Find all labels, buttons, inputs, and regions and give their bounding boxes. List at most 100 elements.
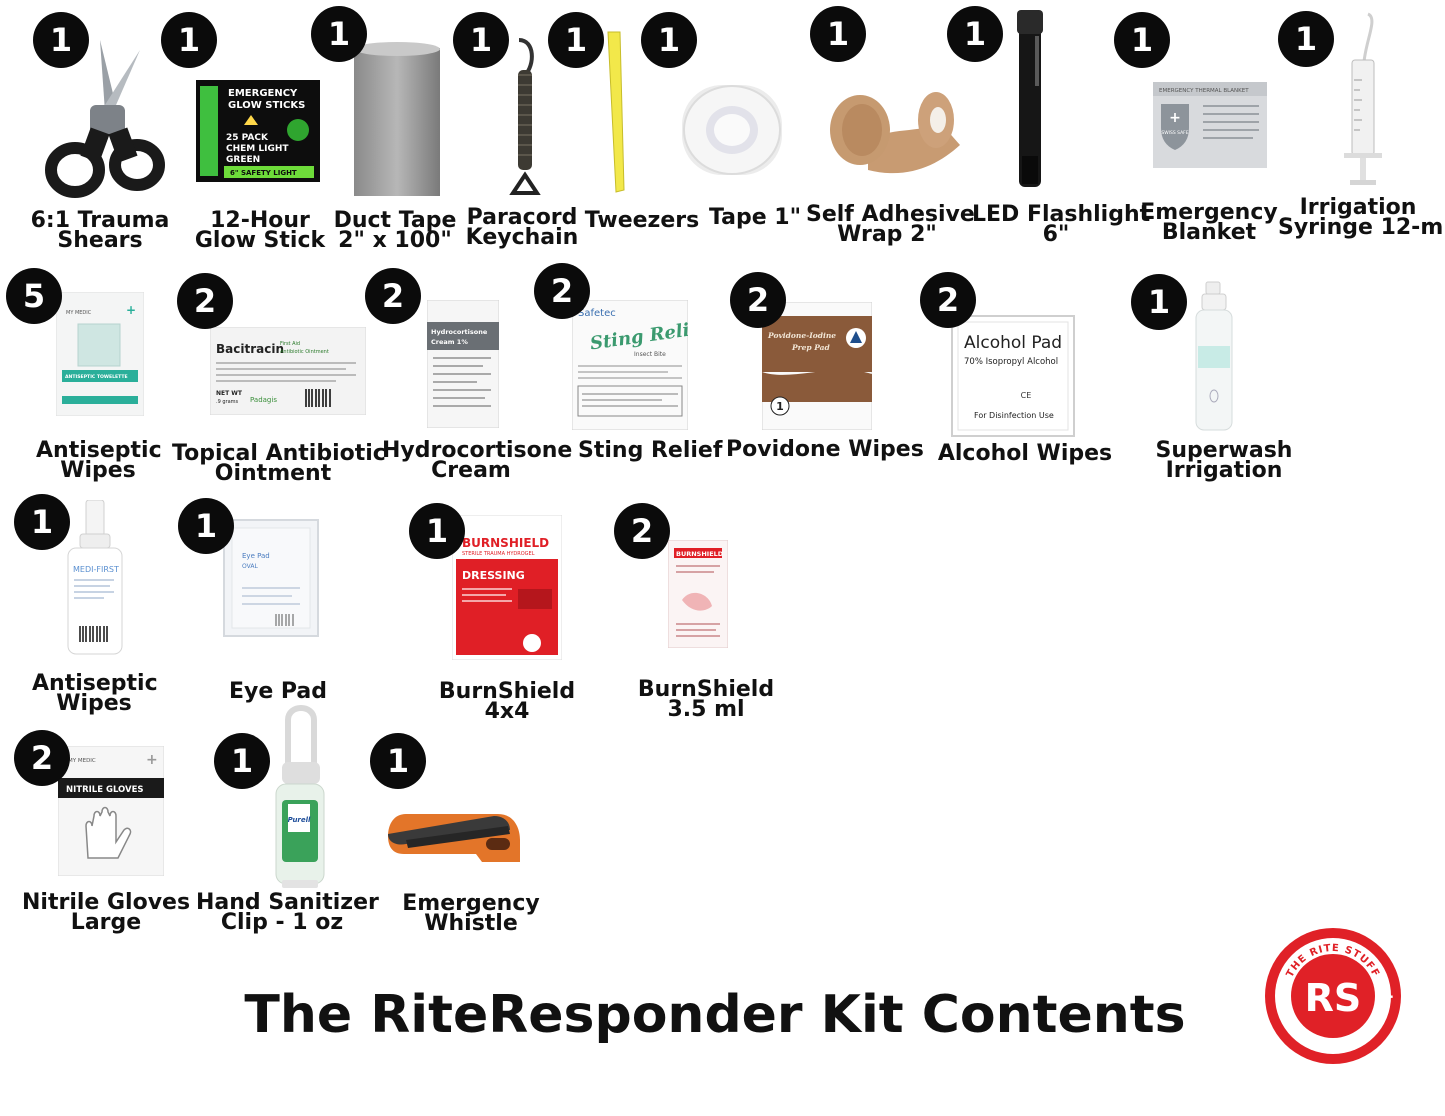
pkg-text: BURNSHIELD bbox=[676, 550, 724, 558]
eye-pad-icon: Eye Pad OVAL bbox=[222, 518, 320, 638]
pkg-text: .9 grams bbox=[216, 399, 239, 405]
pkg-text: Prep Pad bbox=[791, 343, 831, 352]
tape-roll-icon bbox=[672, 75, 792, 185]
pkg-text: Safetec bbox=[578, 308, 616, 319]
quantity-badge: 1 bbox=[370, 733, 426, 789]
quantity-badge: 1 bbox=[453, 12, 509, 68]
sting-relief-icon: Safetec Sting Relief Insect Bite bbox=[572, 300, 688, 430]
pkg-text: Antibiotic Ointment bbox=[280, 349, 329, 355]
quantity-badge: 1 bbox=[947, 6, 1003, 62]
pkg-text: NET WT bbox=[216, 390, 243, 397]
quantity-badge: 1 bbox=[161, 12, 217, 68]
svg-text:+: + bbox=[146, 752, 158, 768]
svg-text:+: + bbox=[1274, 984, 1291, 1008]
quantity-badge: 2 bbox=[614, 503, 670, 559]
quantity-badge: 1 bbox=[1278, 11, 1334, 67]
hand-sanitizer-icon: Purell bbox=[268, 700, 330, 890]
pkg-text: DRESSING bbox=[462, 569, 525, 582]
paracord-icon bbox=[505, 35, 545, 195]
item-label: Tape 1" bbox=[708, 205, 802, 230]
svg-text:+: + bbox=[126, 303, 136, 317]
quantity-badge: 1 bbox=[1114, 12, 1170, 68]
nitrile-gloves-icon: MY MEDIC + NITRILE GLOVES bbox=[58, 746, 164, 876]
quantity-badge: 2 bbox=[365, 268, 421, 324]
pkg-text: ANTISEPTIC TOWELETTE bbox=[65, 374, 128, 380]
pkg-text: Povidone-Iodine bbox=[767, 331, 836, 340]
superwash-bottle-icon bbox=[1190, 280, 1238, 432]
pkg-text: First Aid bbox=[280, 341, 300, 347]
pkg-text: Bacitracin bbox=[216, 342, 284, 356]
pkg-text: STERILE TRAUMA HYDROGEL bbox=[462, 551, 535, 557]
antiseptic-towelette-icon: MY MEDIC + ANTISEPTIC TOWELETTE bbox=[56, 292, 144, 416]
quantity-badge: 5 bbox=[6, 268, 62, 324]
pkg-text: Insect Bite bbox=[634, 351, 666, 358]
pkg-text: 1 bbox=[776, 400, 784, 413]
quantity-badge: 2 bbox=[177, 273, 233, 329]
item-label: Povidone Wipes bbox=[726, 437, 924, 462]
pkg-text: EMERGENCY THERMAL BLANKET bbox=[1159, 88, 1249, 94]
rite-stuff-logo: THE RITE STUFF MEDICAL KIT CONSULTANT RS… bbox=[1262, 925, 1404, 1067]
quantity-badge: 1 bbox=[409, 503, 465, 559]
pkg-text: Padagis bbox=[250, 396, 277, 404]
quantity-badge: 1 bbox=[810, 6, 866, 62]
svg-text:+: + bbox=[1169, 110, 1181, 126]
quantity-badge: 2 bbox=[14, 730, 70, 786]
pkg-text: NITRILE GLOVES bbox=[66, 785, 144, 795]
eyewash-bottle-icon: MEDI-FIRST bbox=[66, 500, 124, 656]
pkg-text: 6" SAFETY LIGHT bbox=[230, 169, 297, 177]
flashlight-icon bbox=[1015, 6, 1045, 191]
pkg-text: MEDI-FIRST bbox=[73, 565, 119, 574]
pkg-text: BURNSHIELD bbox=[462, 536, 549, 550]
pkg-text: GREEN bbox=[226, 155, 260, 165]
povidone-icon: Povidone-Iodine Prep Pad 1 bbox=[762, 302, 872, 430]
pkg-text: Alcohol Pad bbox=[964, 333, 1062, 353]
quantity-badge: 2 bbox=[730, 272, 786, 328]
quantity-badge: 1 bbox=[641, 12, 697, 68]
quantity-badge: 1 bbox=[311, 6, 367, 62]
pkg-text: OVAL bbox=[242, 563, 258, 570]
quantity-badge: 1 bbox=[33, 12, 89, 68]
svg-text:+: + bbox=[1378, 984, 1395, 1008]
glow-stick-icon: EMERGENCY GLOW STICKS 25 PACK CHEM LIGHT… bbox=[196, 80, 320, 182]
pkg-text: Eye Pad bbox=[242, 552, 270, 560]
item-label: Tweezers bbox=[584, 208, 700, 233]
alcohol-pad-icon: Alcohol Pad 70% Isopropyl Alcohol CE For… bbox=[950, 314, 1076, 438]
pkg-text: Cream 1% bbox=[431, 338, 468, 346]
pkg-text: Purell bbox=[288, 816, 311, 824]
svg-text:CE: CE bbox=[1021, 391, 1032, 400]
quantity-badge: 2 bbox=[534, 263, 590, 319]
pkg-text: Hydrocortisone bbox=[431, 328, 488, 336]
burnshield-sachet-icon: BURNSHIELD bbox=[668, 540, 728, 648]
pkg-text: MY MEDIC bbox=[68, 758, 96, 764]
pkg-text: 70% Isopropyl Alcohol bbox=[964, 357, 1058, 367]
adhesive-wrap-icon bbox=[828, 85, 960, 185]
pkg-text: 25 PACK bbox=[226, 133, 269, 143]
quantity-badge: 1 bbox=[14, 494, 70, 550]
bacitracin-icon: Bacitracin First Aid Antibiotic Ointment… bbox=[210, 327, 366, 415]
quantity-badge: 1 bbox=[548, 12, 604, 68]
whistle-icon bbox=[386, 812, 522, 868]
logo-mark: RS bbox=[1305, 976, 1362, 1020]
syringe-icon bbox=[1338, 10, 1388, 190]
quantity-badge: 1 bbox=[214, 733, 270, 789]
burnshield-dressing-icon: BURNSHIELD STERILE TRAUMA HYDROGEL DRESS… bbox=[452, 515, 562, 660]
pkg-text: SWISS SAFE bbox=[1161, 130, 1188, 136]
pkg-text: GLOW STICKS bbox=[228, 100, 305, 111]
